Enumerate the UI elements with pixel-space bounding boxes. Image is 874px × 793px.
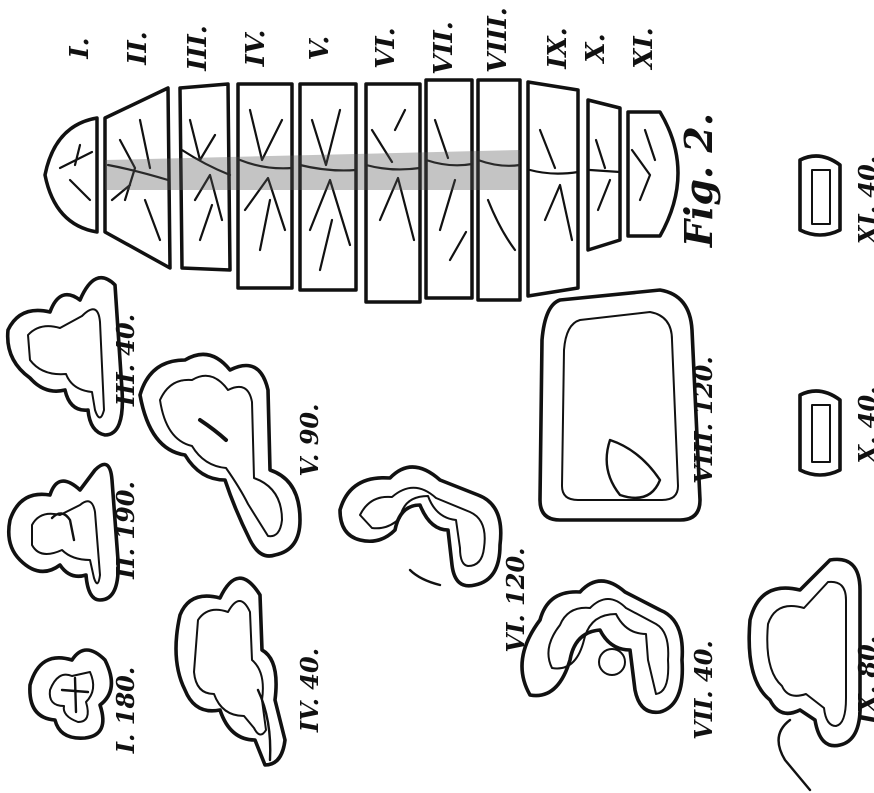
segment-numerals: I. II. III. IV. V. VI. VII. VIII. IX. X.… (65, 7, 659, 75)
caption-II: II. 190. (111, 481, 140, 580)
numeral-XI: XI. (629, 27, 659, 70)
numeral-IV: IV. (241, 30, 271, 68)
numeral-VI: VI. (371, 27, 401, 68)
numeral-IX: IX. (543, 27, 573, 69)
section-V (140, 354, 300, 556)
segment-VI (366, 84, 420, 302)
segment-X (588, 100, 620, 250)
section-IX (749, 559, 860, 790)
caption-VII: VII. 40. (689, 640, 718, 740)
section-VI (340, 467, 501, 586)
numeral-II: II. (123, 31, 153, 65)
segment-I (45, 118, 97, 232)
caption-VIII: VIII. 120. (689, 356, 718, 483)
section-XI (800, 156, 840, 235)
caption-IV: IV. 40. (295, 648, 324, 733)
section-III (8, 278, 123, 435)
body-segments (45, 80, 678, 302)
section-X (800, 391, 840, 475)
numeral-V: V. (305, 36, 335, 61)
segment-XI (628, 112, 678, 236)
caption-III: III. 40. (111, 314, 140, 407)
caption-IX: IX. 80. (853, 636, 874, 725)
section-VIII (540, 290, 700, 520)
section-I (30, 650, 112, 738)
caption-I: I. 180. (111, 667, 140, 754)
segment-IX (528, 82, 578, 296)
section-II (9, 464, 118, 600)
caption-X: X. 40. (853, 386, 874, 465)
section-captions: I. 180. II. 190. III. 40. IV. 40. V. 90.… (111, 156, 874, 754)
numeral-III: III. (183, 25, 213, 72)
numeral-VII: VII. (429, 21, 459, 75)
figure-label: Fig. 2. (676, 113, 721, 248)
caption-XI: XI. 40. (853, 156, 874, 246)
numeral-X: X. (581, 33, 611, 64)
numeral-I: I. (65, 37, 95, 59)
numeral-VIII: VIII. (483, 7, 513, 73)
caption-V: V. 90. (295, 404, 324, 477)
caption-VI: VI. 120. (501, 547, 530, 652)
section-IV (176, 578, 285, 765)
section-VII (522, 581, 682, 712)
